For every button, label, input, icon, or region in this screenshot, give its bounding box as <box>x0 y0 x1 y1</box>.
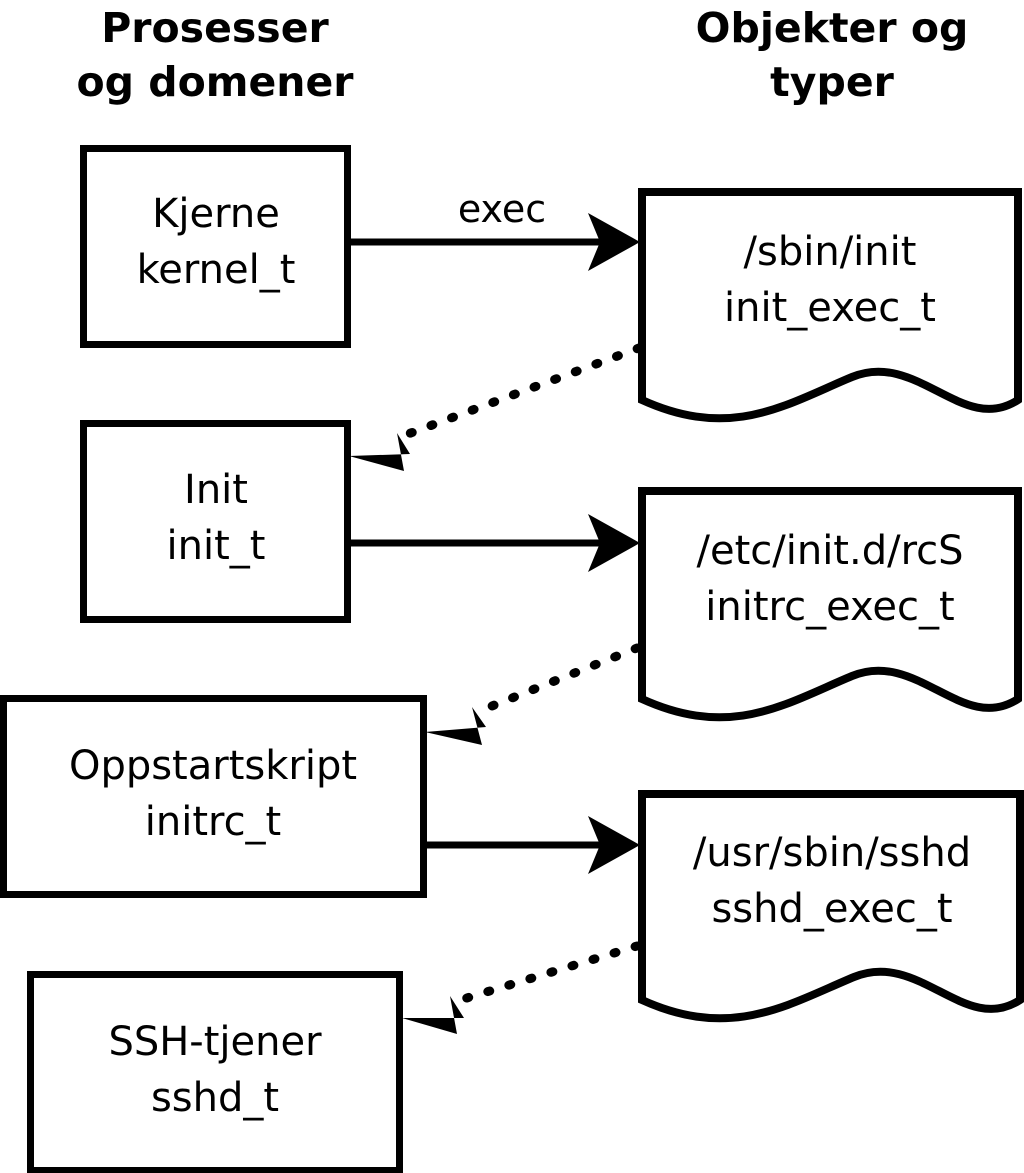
domain-node-kernel-line2: kernel_t <box>137 247 296 293</box>
object-node-init-exec[interactable]: /sbin/init init_exec_t <box>638 188 1022 423</box>
domain-node-kernel-line1: Kjerne <box>152 191 280 237</box>
domain-node-init-line1: Init <box>184 467 248 513</box>
object-node-initrc-exec-line1: /etc/init.d/rcS <box>696 528 963 574</box>
column-header-left: Prosesser og domener <box>76 4 354 106</box>
edge-init-exec-to-init <box>349 343 644 471</box>
column-header-right-line1: Objekter og <box>696 4 969 52</box>
object-node-initrc-exec-line2: initrc_exec_t <box>705 584 954 630</box>
edge-initrc-exec-to-initrc-arrowhead <box>425 707 486 745</box>
edge-init-exec-to-init-line <box>395 343 644 442</box>
domain-node-init-box <box>80 420 351 623</box>
edge-kernel-to-init-exec-arrowhead <box>588 213 640 271</box>
object-node-initrc-exec[interactable]: /etc/init.d/rcS initrc_exec_t <box>638 487 1022 722</box>
domain-node-initrc-box <box>0 695 427 898</box>
domain-node-initrc[interactable]: Oppstartskript initrc_t <box>0 695 427 898</box>
edge-sshd-exec-to-sshd-arrowhead <box>402 996 464 1034</box>
domain-node-kernel-box <box>80 145 351 348</box>
edge-initrc-exec-to-initrc-line <box>472 643 642 717</box>
column-header-left-line1: Prosesser <box>101 4 329 52</box>
edge-initrc-to-sshd-exec <box>423 816 640 874</box>
domain-node-sshd-line1: SSH-tjener <box>108 1019 322 1065</box>
edge-init-to-initrc-exec <box>347 514 640 572</box>
object-node-sshd-exec[interactable]: /usr/sbin/sshd sshd_exec_t <box>638 790 1024 1023</box>
object-node-init-exec-line2: init_exec_t <box>724 285 936 331</box>
object-node-sshd-exec-line2: sshd_exec_t <box>711 886 952 932</box>
object-node-sshd-exec-shape <box>638 790 1024 1023</box>
domain-node-kernel[interactable]: Kjerne kernel_t <box>80 145 351 348</box>
domain-node-sshd-line2: sshd_t <box>151 1075 279 1121</box>
edge-init-exec-to-init-arrowhead <box>349 433 410 471</box>
edge-label-exec: exec <box>458 187 546 231</box>
column-header-left-line2: og domener <box>76 58 354 106</box>
object-node-init-exec-shape <box>638 188 1022 423</box>
domain-node-initrc-line1: Oppstartskript <box>69 743 357 789</box>
edge-sshd-exec-to-sshd-line <box>452 941 642 1006</box>
column-header-right: Objekter og typer <box>696 4 969 106</box>
edge-init-to-initrc-exec-arrowhead <box>588 514 640 572</box>
domain-node-init[interactable]: Init init_t <box>80 420 351 623</box>
column-header-right-line2: typer <box>770 58 894 106</box>
edge-initrc-to-sshd-exec-arrowhead <box>588 816 640 874</box>
edge-initrc-exec-to-initrc <box>425 643 642 745</box>
object-node-sshd-exec-line1: /usr/sbin/sshd <box>693 830 971 876</box>
domain-node-sshd[interactable]: SSH-tjener sshd_t <box>27 971 403 1173</box>
domain-node-initrc-line2: initrc_t <box>145 799 282 845</box>
edge-sshd-exec-to-sshd <box>402 941 642 1034</box>
edge-kernel-to-init-exec: exec <box>347 187 640 271</box>
object-node-initrc-exec-shape <box>638 487 1022 722</box>
domain-node-sshd-box <box>27 971 403 1173</box>
object-node-init-exec-line1: /sbin/init <box>744 229 917 275</box>
domain-node-init-line2: init_t <box>167 523 266 569</box>
